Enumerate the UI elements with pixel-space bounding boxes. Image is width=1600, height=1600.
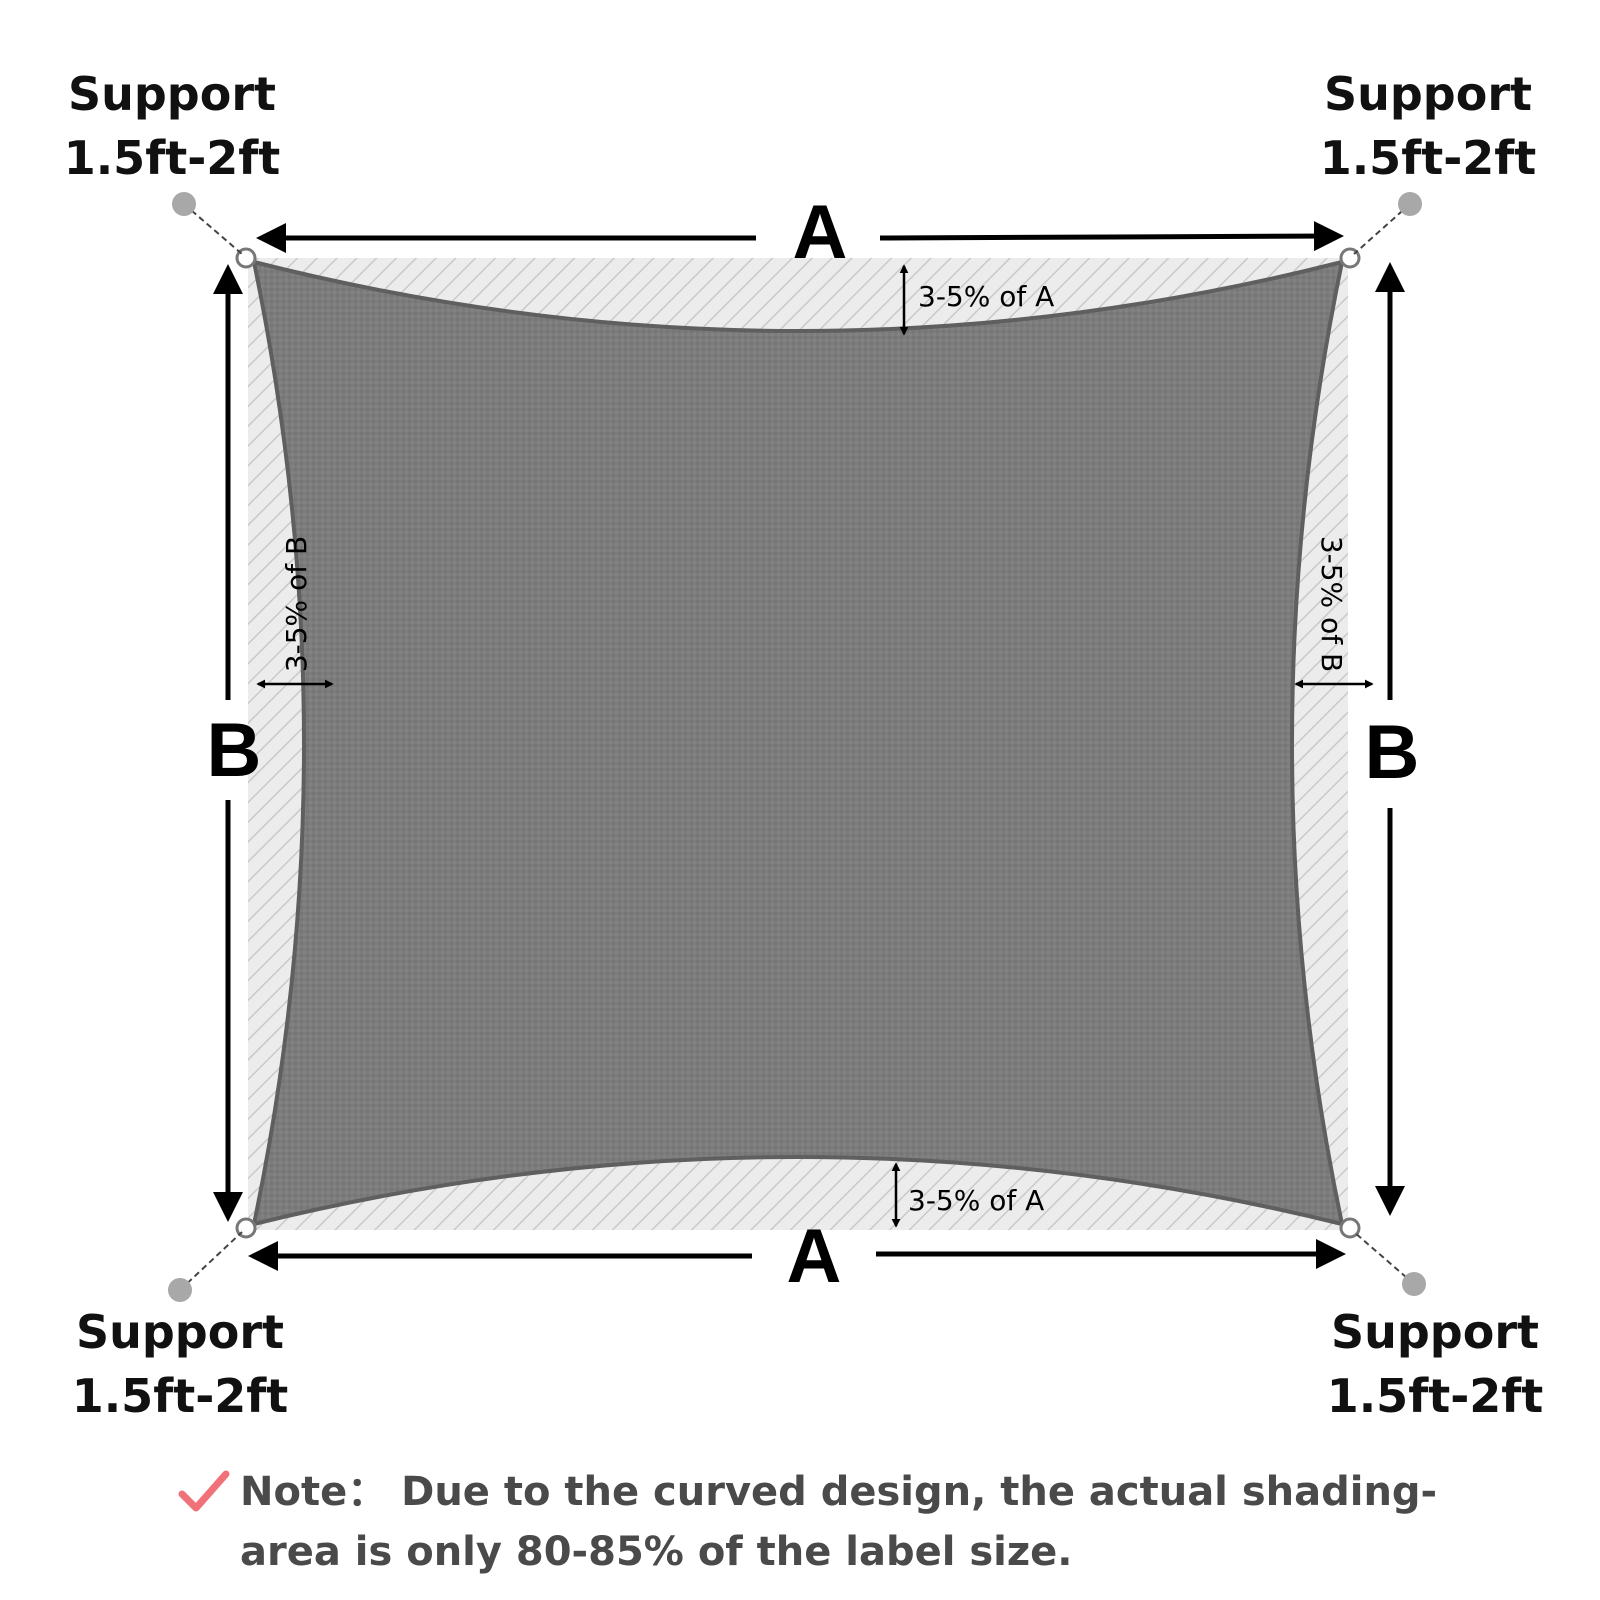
dimension-label-left: B — [207, 708, 262, 793]
support-title: Support — [67, 67, 276, 121]
tether-bl — [179, 1231, 243, 1291]
curve-label-top: 3-5% of A — [918, 280, 1054, 313]
support-label-bottom-right: Support 1.5ft-2ft — [1305, 1300, 1565, 1428]
checkmark-icon — [178, 1470, 230, 1512]
note-line-1: Note： Due to the curved design, the actu… — [240, 1469, 1438, 1515]
support-title: Support — [1330, 1305, 1539, 1359]
support-title: Support — [1323, 67, 1532, 121]
support-dot-tr — [1398, 192, 1422, 216]
support-distance: 1.5ft-2ft — [1319, 131, 1537, 185]
curve-label-left: 3-5% of B — [280, 536, 313, 672]
dimension-label-right: B — [1365, 710, 1420, 795]
tether-br — [1353, 1231, 1415, 1285]
support-distance: 1.5ft-2ft — [1326, 1369, 1544, 1423]
support-distance: 1.5ft-2ft — [63, 131, 281, 185]
note-line-2: area is only 80-85% of the label size. — [240, 1529, 1073, 1575]
support-label-top-right: Support 1.5ft-2ft — [1298, 62, 1558, 190]
support-dot-bl — [168, 1278, 192, 1302]
tether-tr — [1353, 203, 1411, 255]
curve-label-bottom: 3-5% of A — [908, 1184, 1044, 1217]
support-label-top-left: Support 1.5ft-2ft — [42, 62, 302, 190]
dimension-label-top: A — [793, 190, 848, 275]
note-text: Note： Due to the curved design, the actu… — [240, 1462, 1460, 1582]
corner-ring-br — [1339, 1217, 1361, 1239]
dimension-arrow-top-right — [879, 221, 1344, 252]
support-dot-br — [1402, 1272, 1426, 1296]
support-label-bottom-left: Support 1.5ft-2ft — [50, 1300, 310, 1428]
support-dot-tl — [172, 192, 196, 216]
tether-tl — [183, 203, 243, 255]
dimension-label-bottom: A — [787, 1214, 842, 1299]
curve-label-right: 3-5% of B — [1315, 536, 1348, 672]
shade-sail — [251, 259, 1345, 1227]
support-distance: 1.5ft-2ft — [71, 1369, 289, 1423]
support-title: Support — [75, 1305, 284, 1359]
